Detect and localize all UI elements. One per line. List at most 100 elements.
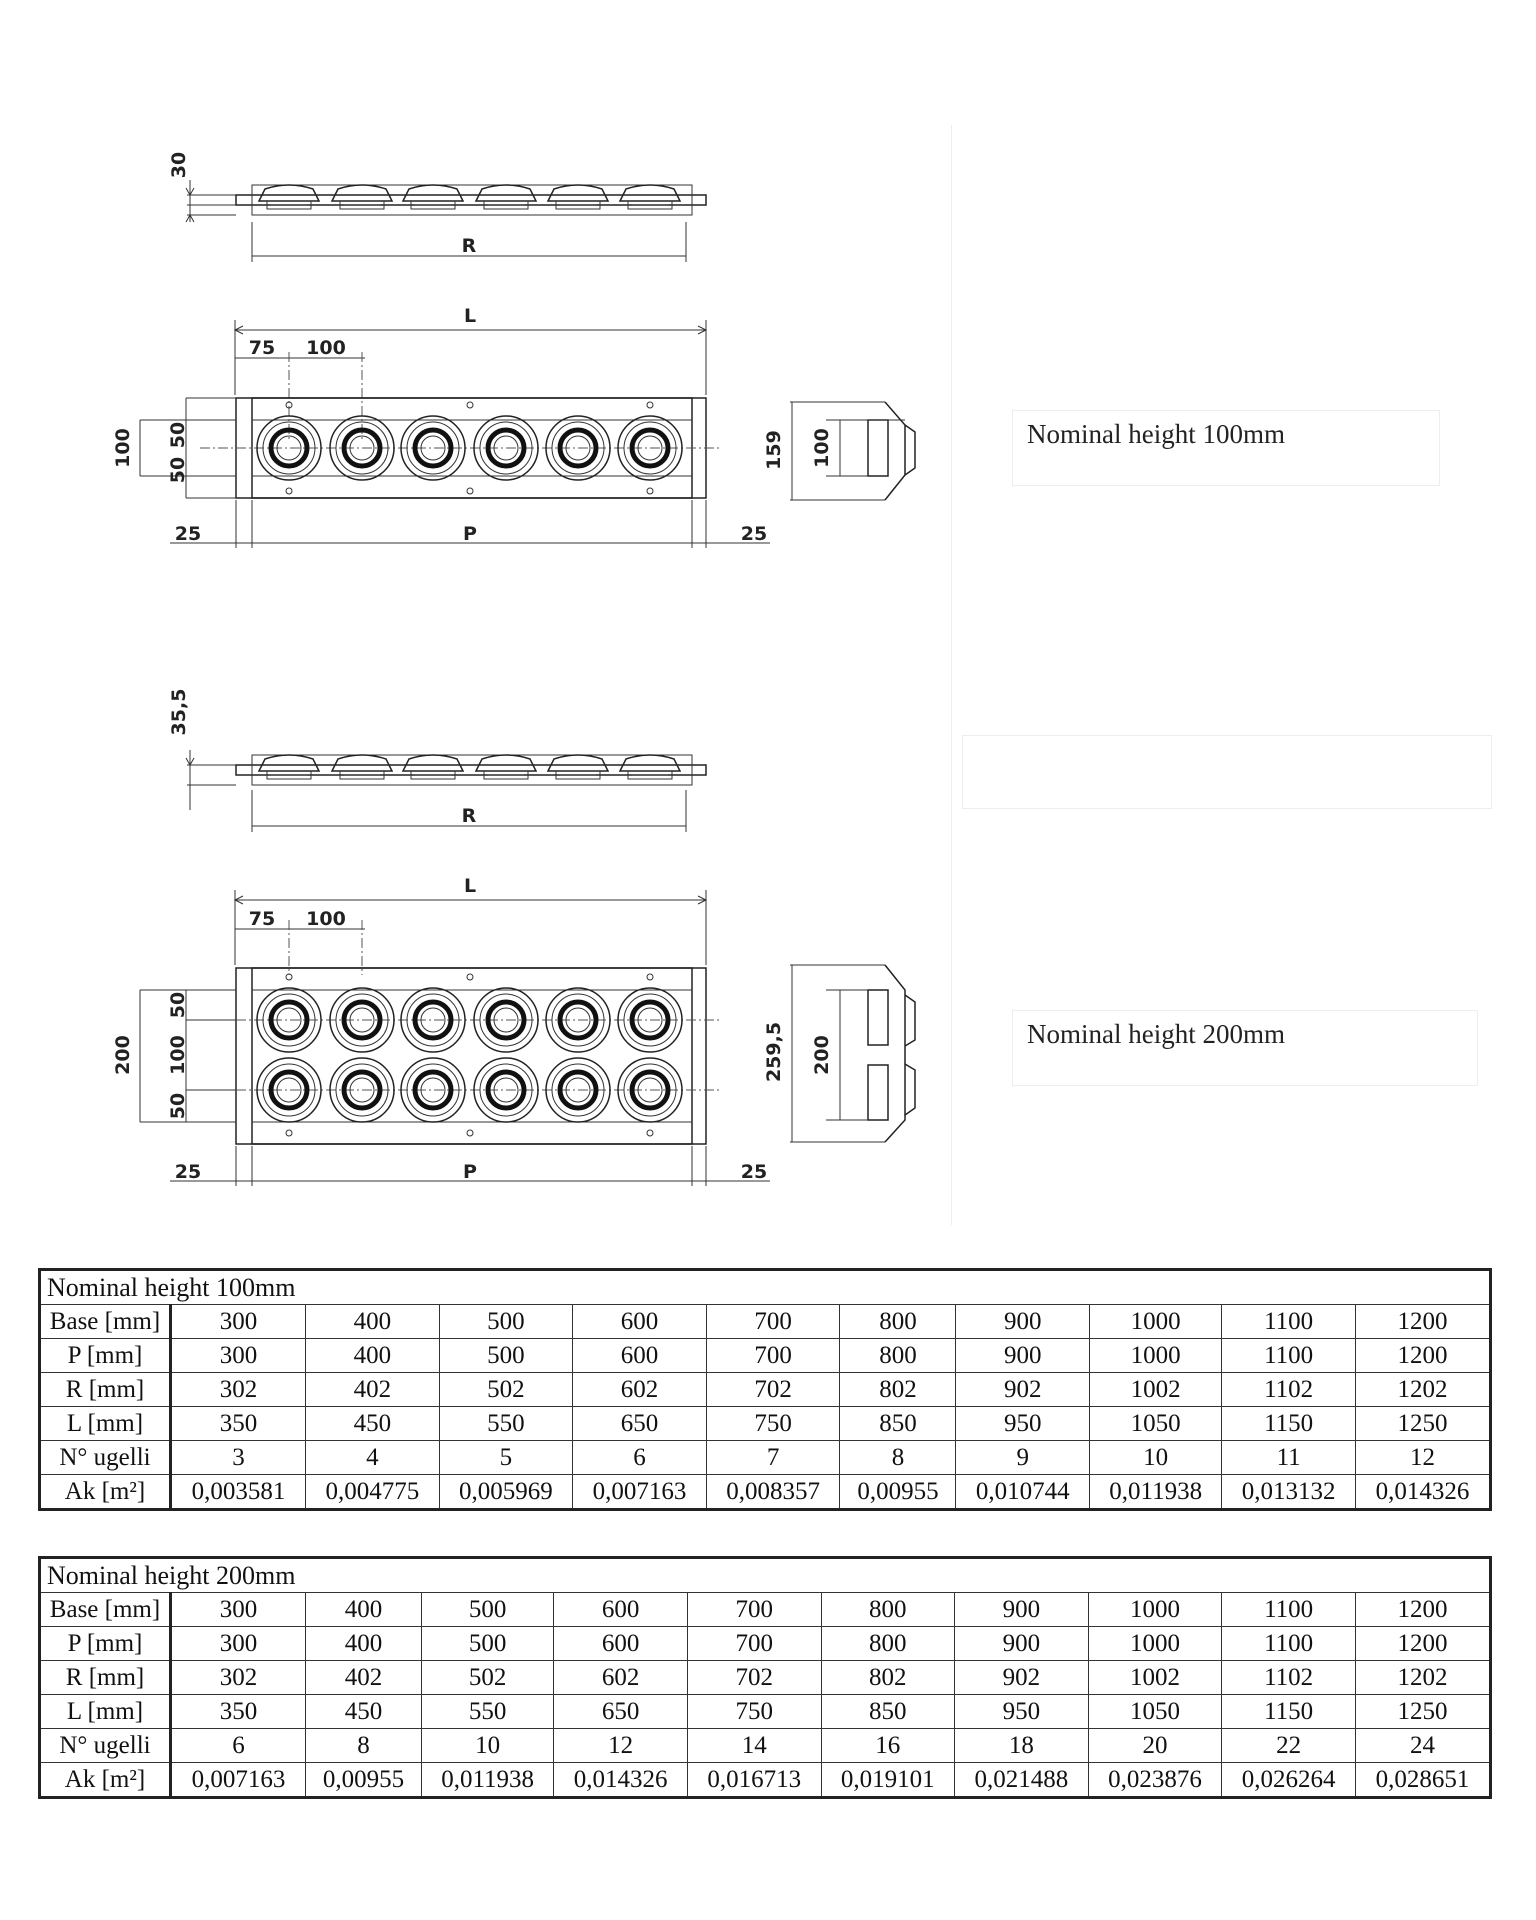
table-cell: 0,010744: [955, 1474, 1091, 1510]
table-cell: 602: [572, 1372, 707, 1407]
dim-25-right-100: 25: [741, 523, 767, 545]
table-cell: 1002: [1087, 1660, 1223, 1695]
dim-30: 30: [168, 152, 190, 178]
dim-50b-100: 50: [167, 457, 189, 483]
row-label: Base [mm]: [39, 1304, 172, 1339]
table-cell: 602: [553, 1660, 688, 1695]
table-cell: 0,011938: [420, 1762, 555, 1798]
column-divider: [951, 125, 952, 1225]
row-label: Base [mm]: [39, 1592, 172, 1627]
table-cell: 11: [1221, 1440, 1356, 1475]
table-cell: 402: [305, 1660, 422, 1695]
table-cell: 0,011938: [1089, 1474, 1223, 1510]
dim-L-200: L: [464, 875, 476, 897]
table-cell: 902: [955, 1372, 1091, 1407]
table-cell: 550: [420, 1694, 555, 1729]
table-cell: 500: [438, 1338, 574, 1373]
table-cell: 20: [1087, 1728, 1223, 1763]
dim-75-200: 75: [249, 908, 275, 930]
table-cell: 1050: [1089, 1406, 1223, 1441]
table-cell: 9: [955, 1440, 1091, 1475]
table-cell: 16: [820, 1728, 956, 1763]
table-cell: 1250: [1354, 1694, 1492, 1729]
table-cell: 0,005969: [438, 1474, 574, 1510]
table-cell: 902: [954, 1660, 1089, 1695]
table-cell: 1150: [1221, 1406, 1356, 1441]
table-cell: 1200: [1354, 1338, 1492, 1373]
table-cell: 802: [839, 1372, 957, 1407]
empty-caption-box: [962, 735, 1492, 809]
table-cell: 8: [839, 1440, 957, 1475]
table-cell: 950: [955, 1406, 1091, 1441]
dim-259-5: 259,5: [763, 1022, 785, 1082]
front-view-100: 30 R: [168, 152, 707, 262]
table-cell: 0,014326: [1354, 1474, 1492, 1510]
table-cell: 1100: [1221, 1626, 1356, 1661]
front-view-200: 35,5 R: [168, 689, 707, 832]
dim-25-right-200: 25: [741, 1161, 767, 1183]
dim-100-pitch-100: 100: [306, 337, 346, 359]
table-cell: 1000: [1087, 1592, 1223, 1627]
table-cell: 300: [169, 1338, 307, 1373]
row-label: Ak [m²]: [39, 1474, 172, 1510]
dim-75-100: 75: [249, 337, 275, 359]
table-cell: 900: [954, 1626, 1089, 1661]
row-label: L [mm]: [39, 1694, 172, 1729]
row-label: Ak [m²]: [39, 1762, 172, 1798]
table-cell: 350: [169, 1406, 307, 1441]
dim-100-mid-200: 100: [167, 1035, 189, 1075]
table-cell: 750: [705, 1406, 841, 1441]
table-cell: 900: [955, 1338, 1091, 1373]
table-cell: 802: [820, 1660, 956, 1695]
table-cell: 950: [954, 1694, 1089, 1729]
table-cell: 1002: [1089, 1372, 1223, 1407]
plan-view-200: L 75 100 200 50 100 50 25 P: [112, 875, 770, 1186]
table-cell: 600: [553, 1626, 688, 1661]
row-label: N° ugelli: [39, 1440, 172, 1475]
table-cell: 0,014326: [553, 1762, 688, 1798]
table-cell: 10: [420, 1728, 555, 1763]
table-cell: 1200: [1354, 1304, 1492, 1339]
table-cell: 800: [820, 1626, 956, 1661]
dim-50a-200: 50: [167, 992, 189, 1018]
table-cell: 750: [686, 1694, 822, 1729]
table-cell: 800: [839, 1338, 957, 1373]
table-cell: 0,008357: [705, 1474, 841, 1510]
table-cell: 1000: [1089, 1304, 1223, 1339]
table-cell: 0,007163: [572, 1474, 707, 1510]
table-cell: 0,013132: [1221, 1474, 1356, 1510]
plan-view-100: L 75 100 100 50 50 25 P 25: [112, 305, 770, 548]
table-cell: 300: [169, 1592, 307, 1627]
table-cell: 700: [705, 1304, 841, 1339]
table-caption: Nominal height 200mm: [39, 1557, 1491, 1593]
side-view-200: 259,5 200: [763, 964, 916, 1143]
table-cell: 12: [1354, 1440, 1492, 1475]
row-label: N° ugelli: [39, 1728, 172, 1763]
table-cell: 700: [686, 1626, 822, 1661]
dim-159: 159: [763, 430, 785, 470]
table-cell: 1250: [1354, 1406, 1492, 1441]
table-cell: 1000: [1087, 1626, 1223, 1661]
dim-P-200: P: [463, 1161, 477, 1183]
table-cell: 500: [438, 1304, 574, 1339]
table-cell: 1100: [1221, 1304, 1356, 1339]
table-cell: 1200: [1354, 1592, 1492, 1627]
table-cell: 1100: [1221, 1338, 1356, 1373]
table-cell: 1102: [1221, 1660, 1356, 1695]
table-cell: 600: [553, 1592, 688, 1627]
table-cell: 0,004775: [305, 1474, 440, 1510]
dim-L-100: L: [464, 305, 476, 327]
table-cell: 650: [572, 1406, 707, 1441]
table-cell: 500: [420, 1626, 555, 1661]
row-label: R [mm]: [39, 1372, 172, 1407]
table-cell: 800: [820, 1592, 956, 1627]
table-cell: 0,003581: [169, 1474, 307, 1510]
table-cell: 650: [553, 1694, 688, 1729]
